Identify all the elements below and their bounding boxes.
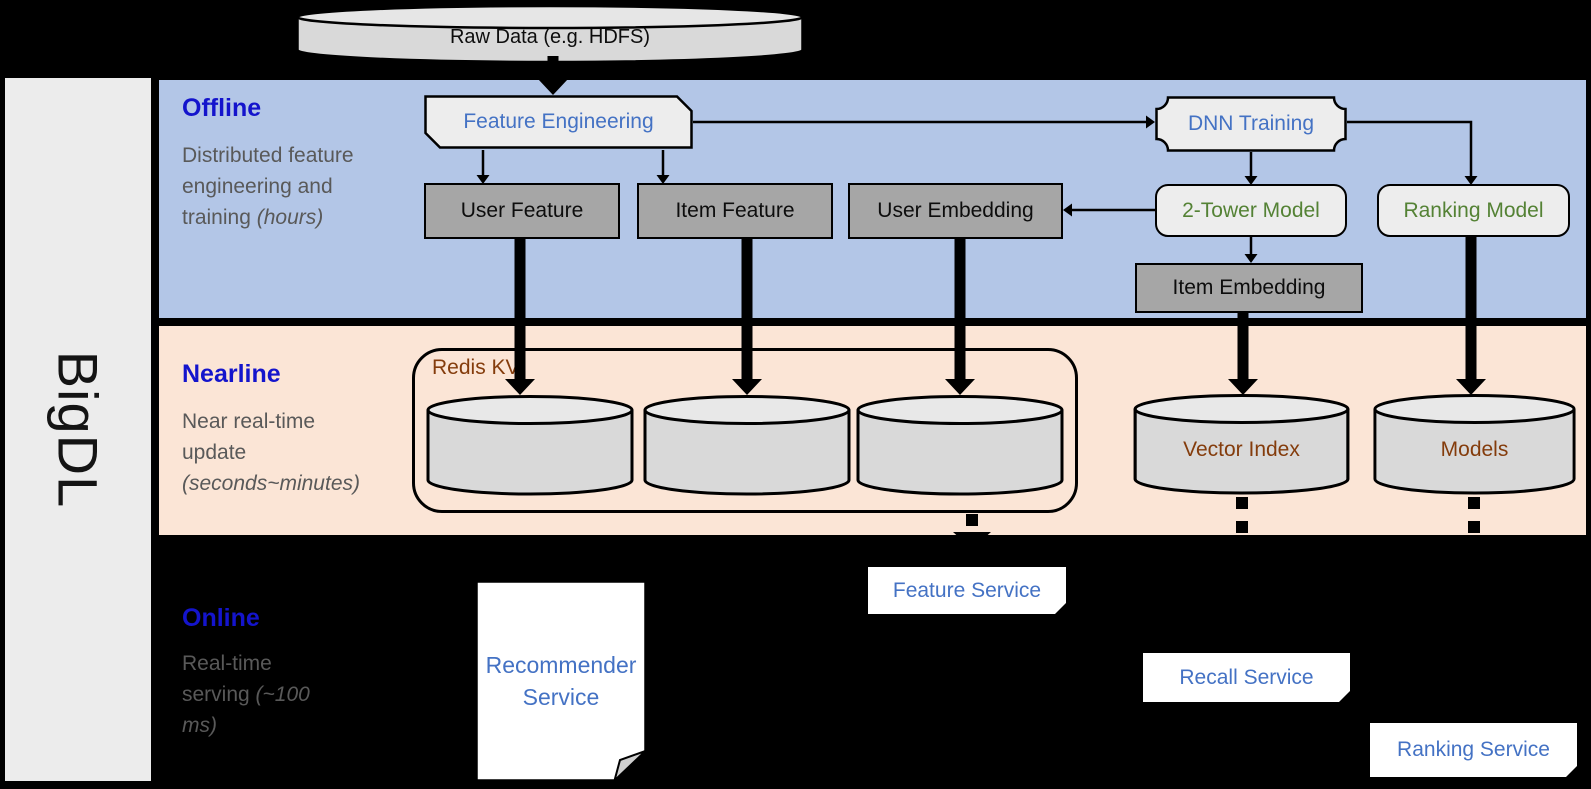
item-feature-label: Item Feature <box>675 199 795 222</box>
vector-index-cylinder: Vector Index <box>1132 392 1351 496</box>
user-embedding-node: User Embedding <box>848 183 1063 239</box>
snip-rect-shape <box>424 95 693 149</box>
nearline-section-subtitle: Near real-time update (seconds~minutes) <box>182 406 367 499</box>
nearline-section-title: Nearline <box>182 360 281 388</box>
plaque-shape <box>1155 96 1347 152</box>
online-subtitle-text: Real-time serving <box>182 652 272 706</box>
bigdl-sidebar: BigDL <box>5 78 151 781</box>
offline-section-title: Offline <box>182 94 262 122</box>
redis-kv-label: Redis KV <box>432 356 520 379</box>
vector-index-label: Vector Index <box>1183 438 1300 461</box>
user-feature-node: User Feature <box>424 183 620 239</box>
feature-engineering-label: Feature Engineering <box>463 110 654 133</box>
ranking-service-node: Ranking Service <box>1370 723 1577 777</box>
bigdl-brand-label: BigDL <box>46 350 110 509</box>
cylinder-shape <box>856 395 1064 496</box>
raw-data-store: Raw Data (e.g. HDFS) <box>295 3 805 65</box>
two-tower-model-node: 2-Tower Model <box>1155 184 1347 237</box>
feature-service-label: Feature Service <box>892 578 1042 602</box>
cylinder-shape <box>643 395 851 496</box>
recommender-service-node: Recommender Service <box>475 580 647 784</box>
item-feature-node: Item Feature <box>637 183 833 239</box>
ranking-service-label: Ranking Service <box>1397 738 1550 761</box>
nearline-subtitle-text: Near real-time update <box>182 410 316 464</box>
recommender-service-label: Recommender Service <box>485 652 637 710</box>
online-section-title: Online <box>182 604 260 632</box>
offline-subtitle-italic: (hours) <box>256 206 324 229</box>
user-embedding-label: User Embedding <box>877 199 1034 222</box>
item-embedding-node: Item Embedding <box>1135 263 1363 313</box>
user-feature-label: User Feature <box>460 199 584 222</box>
raw-data-cylinder-shape <box>296 4 804 64</box>
online-section-subtitle: Real-time serving (~100 ms) <box>182 648 332 741</box>
models-label: Models <box>1440 438 1509 461</box>
feature-service-node: Feature Service <box>868 567 1066 614</box>
dnn-training-label: DNN Training <box>1187 112 1315 135</box>
nearline-subtitle-italic: (seconds~minutes) <box>182 472 360 495</box>
two-tower-model-label: 2-Tower Model <box>1182 198 1320 222</box>
kv-store-cylinder-3 <box>855 393 1065 497</box>
item-embedding-label: Item Embedding <box>1172 276 1326 299</box>
folded-document-shape <box>475 580 647 784</box>
recall-service-label: Recall Service <box>1179 665 1314 689</box>
models-cylinder: Models <box>1372 392 1577 496</box>
raw-data-label: Raw Data (e.g. HDFS) <box>449 26 651 48</box>
online-subtitle-italic: (~100 ms) <box>182 683 310 737</box>
offline-subtitle-text: Distributed feature engineering and trai… <box>182 144 354 229</box>
offline-section-subtitle: Distributed feature engineering and trai… <box>182 140 357 233</box>
feature-engineering-node: Feature Engineering <box>424 95 693 149</box>
cylinder-shape <box>1373 394 1576 495</box>
cylinder-shape <box>1133 394 1350 495</box>
kv-store-cylinder-1 <box>425 393 635 497</box>
dnn-training-node: DNN Training <box>1155 96 1347 152</box>
ranking-model-node: Ranking Model <box>1377 184 1570 237</box>
recall-service-node: Recall Service <box>1143 653 1350 702</box>
cylinder-shape <box>426 395 634 496</box>
kv-store-cylinder-2 <box>642 393 852 497</box>
ranking-model-label: Ranking Model <box>1403 198 1544 222</box>
